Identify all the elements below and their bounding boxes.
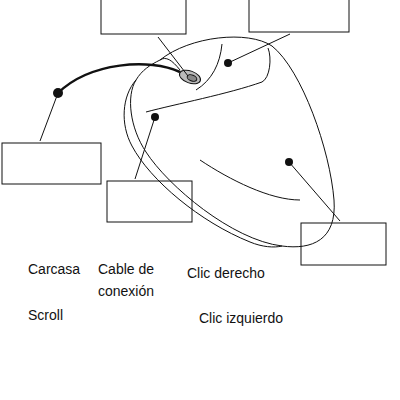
answer-box <box>107 181 192 222</box>
word-bank-label: Clic izquierdo <box>199 307 319 329</box>
word-bank-label: Scroll <box>28 304 108 326</box>
mouse-body <box>131 37 335 247</box>
answer-box <box>101 0 186 34</box>
leader-line <box>228 34 290 63</box>
pointer-dot <box>285 158 293 166</box>
word-bank-label: Carcasa <box>28 258 108 280</box>
answer-box <box>2 143 101 184</box>
word-bank-label: Cable de conexión <box>98 258 174 302</box>
pointer-dot <box>53 88 63 98</box>
word-bank-label: Clic derecho <box>187 262 297 284</box>
cable <box>58 64 180 93</box>
answer-box <box>301 223 386 265</box>
leader-line <box>40 93 58 141</box>
answer-box <box>249 0 349 32</box>
button-split <box>196 44 222 90</box>
palm-curve <box>200 160 300 200</box>
scroll-wheel-inner <box>186 73 197 82</box>
leader-line <box>158 37 188 76</box>
pointer-dot <box>151 113 159 121</box>
scroll-wheel <box>178 68 203 87</box>
leader-line <box>135 117 155 179</box>
pointer-dot <box>224 59 232 67</box>
leader-line <box>289 162 340 221</box>
